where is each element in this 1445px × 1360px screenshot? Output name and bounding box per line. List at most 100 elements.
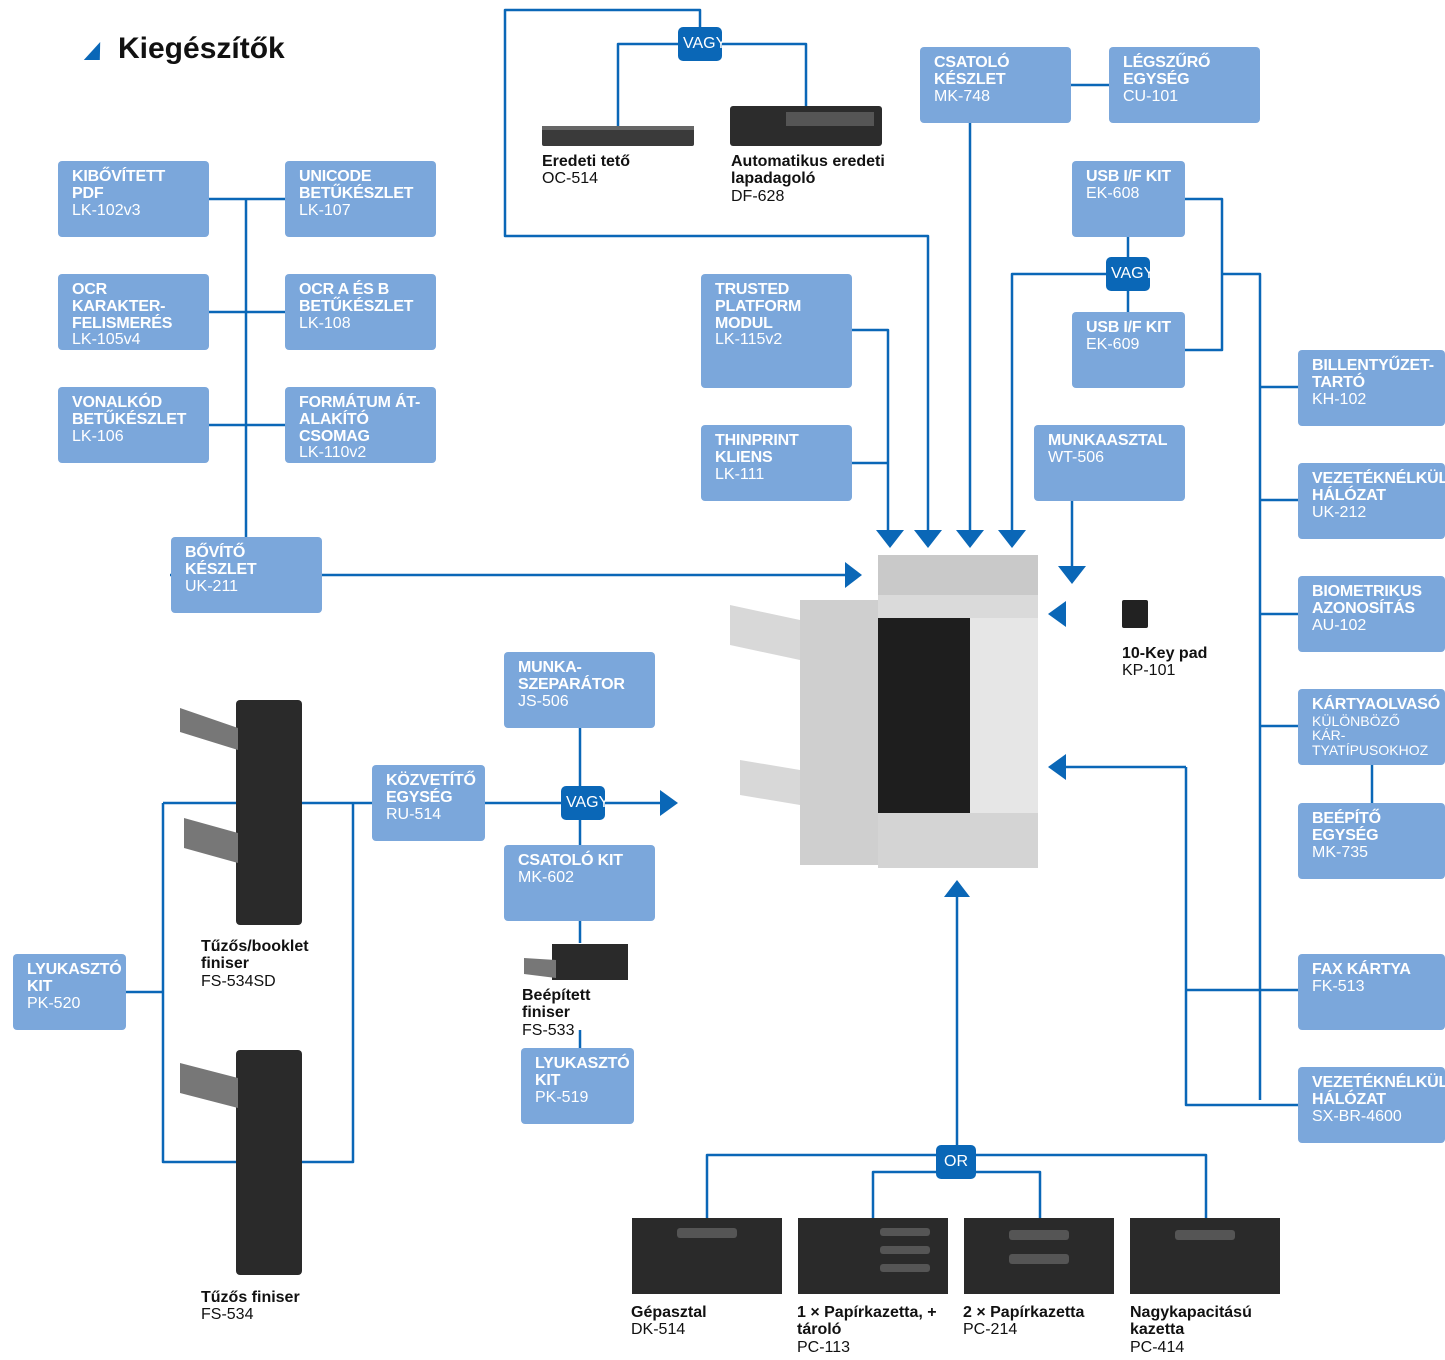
- option-title: LYUKASZTÓ KIT: [535, 1055, 630, 1089]
- option-title: VEZETÉKNÉLKÜLI HÁLÓZAT: [1312, 1074, 1445, 1108]
- option-title: CSATOLÓ KÉSZLET: [934, 54, 1010, 88]
- option-title: MUNKA-SZEPARÁTOR: [518, 659, 625, 693]
- product-code: PC-414: [1130, 1338, 1185, 1356]
- paper-tray-storage-image: [798, 1218, 948, 1294]
- product-name: Tűzős/booklet finiser: [201, 938, 309, 973]
- product-name: Tűzős finiser: [201, 1289, 300, 1306]
- option-code: PK-520: [27, 994, 81, 1012]
- option-code: LK-115v2: [715, 331, 783, 349]
- keypad-image: [1122, 600, 1148, 628]
- option-code: LK-111: [715, 465, 765, 483]
- staple-finisher-image: [180, 1050, 302, 1275]
- option-title: FORMÁTUM ÁT-ALAKÍTÓ CSOMAG: [299, 394, 421, 445]
- option-title: UNICODE BETŰKÉSZLET: [299, 168, 414, 202]
- option-code: AU-102: [1312, 616, 1367, 634]
- option-title: USB I/F KIT: [1086, 319, 1171, 336]
- option-code: LK-106: [72, 427, 124, 445]
- option-code: JS-506: [518, 692, 569, 710]
- large-capacity-cassette-image: [1130, 1218, 1280, 1294]
- dual-paper-tray-image: [964, 1218, 1114, 1294]
- option-code: LK-108: [299, 314, 351, 332]
- product-code: FS-534: [201, 1306, 254, 1324]
- option-title: KIBŐVÍTETT PDF: [72, 168, 166, 202]
- copier-image: [730, 555, 1038, 868]
- option-code: EK-608: [1086, 184, 1140, 202]
- product-code: DK-514: [631, 1321, 686, 1339]
- product-name: Gépasztal: [631, 1304, 707, 1321]
- product-name: 2 × Papírkazetta: [963, 1304, 1085, 1321]
- option-title: KÖZVETÍTŐ EGYSÉG: [386, 772, 476, 806]
- product-name: 1 × Papírkazetta, + tároló: [797, 1304, 937, 1339]
- option-code: EK-609: [1086, 335, 1140, 353]
- option-title: MUNKAASZTAL: [1048, 432, 1168, 449]
- original-cover-image: [542, 126, 694, 146]
- desk-image: [632, 1218, 782, 1294]
- vagy-pill-top: VAGY: [678, 27, 726, 61]
- option-code: WT-506: [1048, 448, 1105, 466]
- option-code: LK-105v4: [72, 331, 141, 349]
- option-code: LK-107: [299, 201, 351, 219]
- option-code: LK-102v3: [72, 201, 141, 219]
- product-code: DF-628: [731, 187, 785, 205]
- vagy-pill-finisher: VAGY: [561, 786, 609, 820]
- option-title: LYUKASZTÓ KIT: [27, 961, 122, 995]
- option-title: THINPRINT KLIENS: [715, 432, 799, 466]
- option-code: PK-519: [535, 1088, 589, 1106]
- option-title: VEZETÉKNÉLKÜLI HÁLÓZAT: [1312, 470, 1445, 504]
- option-title: OCR A ÉS B BETŰKÉSZLET: [299, 281, 414, 315]
- product-name: Automatikus eredeti lapadagoló: [731, 153, 885, 188]
- option-code: MK-735: [1312, 843, 1369, 861]
- option-code: KÜLÖNBÖZŐ KÁR-TYATÍPUSOKHOZ: [1312, 712, 1429, 759]
- product-code: PC-113: [797, 1338, 851, 1356]
- option-code: KH-102: [1312, 390, 1367, 408]
- option-title: VONALKÓD BETŰKÉSZLET: [72, 394, 187, 428]
- option-title: CSATOLÓ KIT: [518, 852, 623, 869]
- or-pill: OR: [936, 1145, 976, 1179]
- page-title: Kiegészítők: [118, 32, 285, 65]
- option-title: USB I/F KIT: [1086, 168, 1171, 185]
- option-code: FK-513: [1312, 977, 1365, 995]
- option-code: SX-BR-4600: [1312, 1107, 1402, 1125]
- product-code: KP-101: [1122, 662, 1176, 680]
- vagy-pill-usb: VAGY: [1106, 257, 1154, 291]
- product-code: FS-534SD: [201, 972, 276, 990]
- booklet-finisher-image: [180, 700, 302, 925]
- option-title: BŐVÍTŐ KÉSZLET: [185, 544, 257, 578]
- option-title: OCR KARAKTER-FELISMERÉS: [72, 281, 173, 332]
- option-title: BIOMETRIKUS AZONOSÍTÁS: [1312, 583, 1422, 617]
